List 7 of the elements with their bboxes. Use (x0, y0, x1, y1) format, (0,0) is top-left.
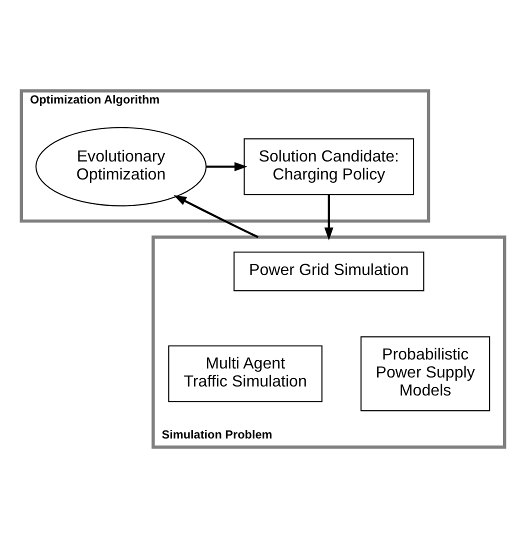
node-box: Power Grid Simulation (234, 251, 424, 291)
node-box: Probabilistic Power Supply Models (360, 336, 490, 411)
arrow (174, 194, 259, 238)
node-box: Multi Agent Traffic Simulation (168, 344, 322, 402)
arrow (206, 162, 248, 171)
arrow (324, 194, 334, 240)
node-box: Solution Candidate: Charging Policy (244, 138, 414, 195)
